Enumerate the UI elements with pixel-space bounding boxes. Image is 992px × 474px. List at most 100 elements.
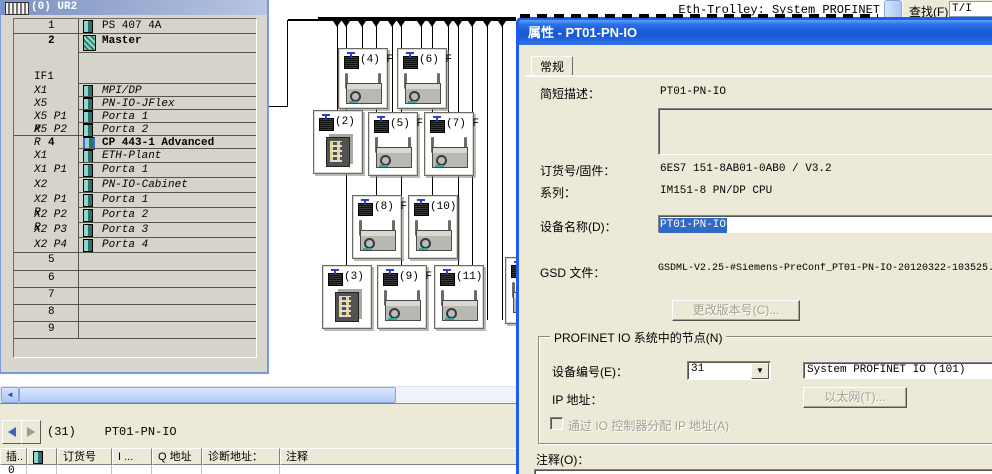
dialog-titlebar[interactable]: 属性 - PT01-PN-IO xyxy=(519,20,992,45)
module-icon xyxy=(83,209,93,222)
device-number-label: (8) F xyxy=(374,201,408,213)
profinet-device-icon xyxy=(440,269,455,286)
find-input[interactable]: T/I xyxy=(949,1,992,17)
access-point-art-icon xyxy=(439,290,479,322)
profinet-node-group-label: PROFINET IO 系统中的节点(N) xyxy=(550,329,727,346)
rack-module-name: Porta 3 xyxy=(102,224,149,236)
antenna-left-icon xyxy=(415,220,418,236)
rack-row[interactable]: 9 xyxy=(14,322,256,339)
module-icon xyxy=(83,85,93,98)
rack-module-name: PN-IO-Cabinet xyxy=(102,179,188,191)
antenna-right-icon xyxy=(378,73,381,89)
module-icon xyxy=(83,98,93,111)
row-grid-line xyxy=(151,465,152,474)
device-box-(3)[interactable]: (3) xyxy=(322,265,372,329)
device-led xyxy=(388,318,397,320)
row-grid-line xyxy=(201,465,202,474)
rack-row[interactable]: 8 xyxy=(14,305,256,322)
switch-device-art-icon xyxy=(335,292,359,322)
rack-icon xyxy=(5,2,29,15)
rack-row[interactable] xyxy=(14,53,256,70)
nav-back-button[interactable] xyxy=(2,420,22,444)
comment-box[interactable] xyxy=(534,469,992,474)
bus-drop-line xyxy=(448,21,449,112)
device-number-label: (4) F xyxy=(360,54,394,66)
scroll-left-button[interactable]: ◄ xyxy=(1,387,19,403)
antenna-left-icon xyxy=(375,137,378,153)
rack-row[interactable]: IF1 xyxy=(14,70,256,84)
rack-slot-label: IF1 xyxy=(14,70,79,84)
module-row-slot: 0 xyxy=(8,465,15,474)
rack-module-name: MPI/DP xyxy=(102,85,142,97)
device-name-input[interactable]: PT01-PN-IO xyxy=(658,215,992,233)
short-desc-label: 简短描述： xyxy=(540,87,601,101)
ethernet-button[interactable]: 以太网(T)... xyxy=(803,387,907,408)
rack-slot-label: X2 P2 R xyxy=(14,208,79,234)
access-point-art-icon xyxy=(357,220,397,252)
module-column-icon xyxy=(33,451,43,464)
device-box-(7) F[interactable]: (7) F xyxy=(424,112,479,176)
column-header-3[interactable]: I ... xyxy=(112,448,152,465)
rack-row[interactable]: 6 xyxy=(14,271,256,288)
bus-drop-line xyxy=(502,21,503,320)
device-box-(5) F[interactable]: (5) F xyxy=(368,112,423,176)
device-box-(11)[interactable]: (11) xyxy=(434,265,484,329)
module-table-row[interactable]: 0 xyxy=(0,465,516,474)
antenna-left-icon xyxy=(431,137,434,153)
ip-address-label: IP 地址： xyxy=(552,393,603,407)
find-label[interactable]: 查找(F) xyxy=(909,5,949,19)
device-number-label: (6) F xyxy=(419,54,453,66)
device-box-(10)[interactable]: (10) xyxy=(408,195,458,259)
assign-ip-checkbox[interactable] xyxy=(550,417,563,430)
rack-window-titlebar[interactable]: (0) UR2 xyxy=(1,0,267,15)
profinet-bus-line[interactable] xyxy=(318,17,516,21)
short-desc-value: PT01-PN-IO xyxy=(660,86,727,98)
horizontal-scrollbar-thumb[interactable] xyxy=(19,387,396,403)
device-number-combobox[interactable]: 31 ▼ xyxy=(687,361,771,380)
tab-general[interactable]: 常规 xyxy=(531,56,573,77)
column-header-5[interactable]: 诊断地址： xyxy=(202,448,280,465)
rack-row[interactable]: X1 MPI/DP xyxy=(14,84,256,98)
device-box-(2)[interactable]: (2) xyxy=(313,110,363,174)
device-box-(9) F[interactable]: (9) F xyxy=(377,265,432,329)
column-header-6[interactable]: 注释 xyxy=(280,448,518,465)
device-box-(8) F[interactable]: (8) F xyxy=(352,195,407,259)
column-header-2[interactable]: 订货号 xyxy=(57,448,112,465)
rack-slot-label: X1 xyxy=(14,84,79,97)
combobox-dropdown-arrow-icon[interactable]: ▼ xyxy=(751,363,769,379)
rack-slot-label: 8 xyxy=(14,305,79,321)
device-led xyxy=(363,248,372,250)
nav-forward-button[interactable] xyxy=(21,420,41,444)
bus-drop-line xyxy=(487,21,488,320)
column-header-module-icon[interactable] xyxy=(27,448,57,465)
rack-row[interactable]: 7 xyxy=(14,288,256,305)
bus-drop-line xyxy=(337,21,338,110)
antenna-left-icon xyxy=(384,290,387,306)
device-number-label: (2) xyxy=(335,116,355,128)
device-number-label: (5) F xyxy=(390,118,424,130)
description-box[interactable] xyxy=(658,108,992,155)
device-box-(6) F[interactable]: (6) F xyxy=(397,48,452,109)
column-header-4[interactable]: Q 地址 xyxy=(152,448,202,465)
device-box-(4) F[interactable]: (4) F xyxy=(338,48,393,109)
profinet-bus-line-dashed xyxy=(520,14,878,18)
change-release-button[interactable]: 更改版本号(C)... xyxy=(672,300,800,321)
rack-row[interactable]: 5 xyxy=(14,253,256,271)
column-header-0[interactable]: 插.. xyxy=(0,448,27,465)
bus-drop-line xyxy=(362,21,363,48)
